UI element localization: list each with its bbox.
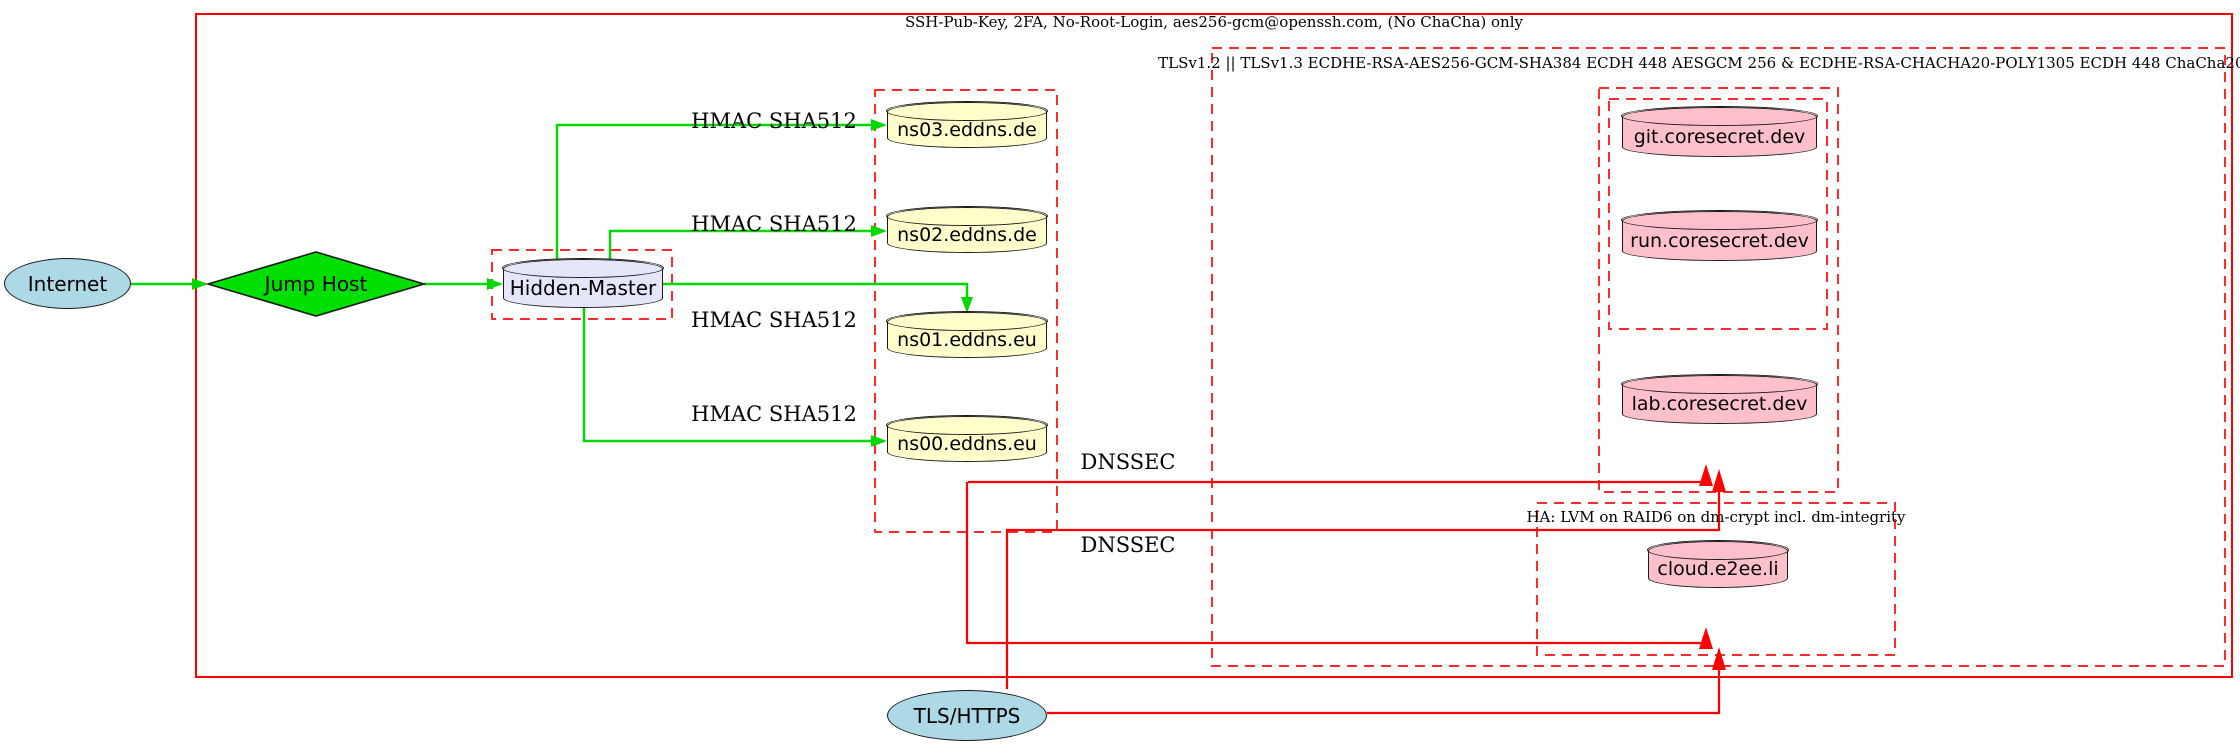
lab-coresecret-node-label: lab.coresecret.dev	[1631, 393, 1808, 415]
edge-hiddenmaster-ns00	[582, 305, 887, 447]
cloud-e2ee-node-label: cloud.e2ee.li	[1657, 558, 1779, 580]
edge-jumphost-hiddenmaster	[424, 278, 503, 290]
edge-internet-jumphost	[131, 278, 208, 290]
dnssec-label-2: DNSSEC	[1080, 533, 1176, 557]
ns02-node-label: ns02.eddns.de	[897, 223, 1037, 246]
edge-dnssec-to-ha	[965, 482, 1713, 649]
ns01-node: ns01.eddns.eu	[886, 311, 1048, 358]
edge-hiddenmaster-ns03	[555, 119, 887, 259]
cluster-ha-box	[1536, 502, 1896, 656]
ns01-node-label: ns01.eddns.eu	[897, 328, 1037, 351]
edge-tls-to-coresecret	[1005, 469, 1726, 689]
dnssec-label-1: DNSSEC	[1080, 450, 1176, 474]
ssh-cluster-label: SSH-Pub-Key, 2FA, No-Root-Login, aes256-…	[905, 13, 1523, 31]
jump-host-label: Jump Host	[264, 272, 368, 296]
cloud-e2ee-node: cloud.e2ee.li	[1647, 540, 1789, 588]
cluster-eddns-box	[874, 89, 1058, 533]
edge-dnssec-to-coresecret	[968, 464, 1713, 486]
edge-hiddenmaster-ns01	[663, 282, 973, 313]
jump-host-node	[205, 251, 427, 317]
ns03-node: ns03.eddns.de	[886, 101, 1048, 148]
cluster-coresecret-outer-box	[1598, 87, 1839, 493]
tls-https-node-label: TLS/HTTPS	[913, 703, 1021, 728]
internet-node-label: Internet	[27, 271, 108, 296]
edge-hiddenmaster-ns02	[608, 225, 887, 259]
hidden-master-node: Hidden-Master	[502, 258, 664, 308]
ns03-node-label: ns03.eddns.de	[897, 118, 1037, 141]
hmac-label-2: HMAC SHA512	[691, 212, 857, 236]
hmac-label-4: HMAC SHA512	[691, 402, 857, 426]
ns00-node-label: ns00.eddns.eu	[897, 432, 1037, 455]
ns00-node: ns00.eddns.eu	[886, 415, 1048, 462]
hmac-label-1: HMAC SHA512	[691, 109, 857, 133]
hidden-master-node-label: Hidden-Master	[509, 276, 657, 300]
cluster-coresecret-inner-box	[1608, 98, 1828, 330]
git-coresecret-node-label: git.coresecret.dev	[1633, 125, 1806, 148]
internet-node: Internet	[4, 258, 131, 309]
tls-https-node: TLS/HTTPS	[887, 690, 1047, 741]
tls-cluster-label: TLSv1.2 || TLSv1.3 ECDHE-RSA-AES256-GCM-…	[1158, 54, 2240, 72]
ns02-node: ns02.eddns.de	[886, 206, 1048, 253]
ha-cluster-label: HA: LVM on RAID6 on dm-crypt incl. dm-in…	[1526, 508, 1906, 526]
edge-tls-to-ha	[1047, 647, 1726, 715]
run-coresecret-node-label: run.coresecret.dev	[1630, 229, 1809, 252]
lab-coresecret-node: lab.coresecret.dev	[1621, 374, 1818, 424]
hmac-label-3: HMAC SHA512	[691, 308, 857, 332]
git-coresecret-node: git.coresecret.dev	[1621, 106, 1818, 157]
run-coresecret-node: run.coresecret.dev	[1621, 210, 1818, 261]
perimeter-ssh-box	[195, 13, 2233, 678]
